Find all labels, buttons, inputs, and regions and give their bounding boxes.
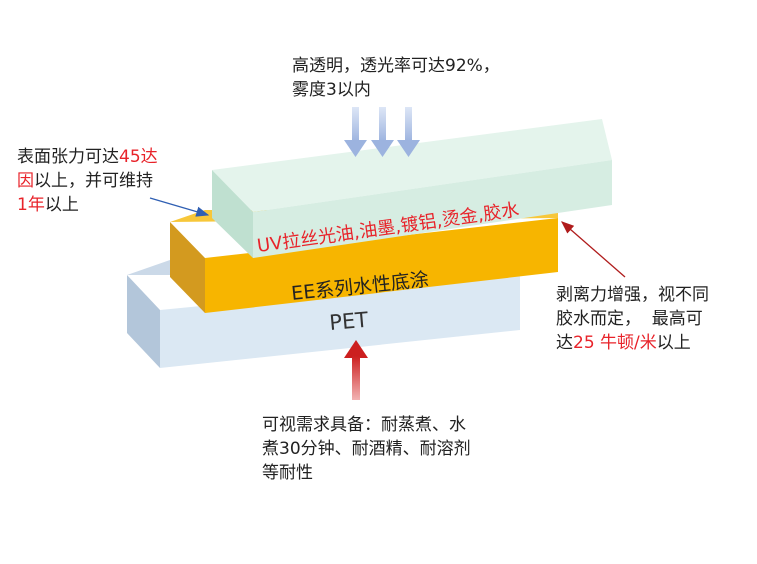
transparency-note: 高透明，透光率可达92%， 雾度3以内 [292, 54, 500, 102]
surface-tension-value: 45达 [119, 147, 158, 167]
peel-strength-value: 25 牛顿/米 [573, 333, 657, 353]
uv-layer-side [212, 170, 253, 258]
blue-down-arrow-1 [344, 107, 367, 157]
surface-tension-line-1: 表面张力可达45达 [17, 145, 158, 169]
resistance-note: 可视需求具备：耐蒸煮、水 煮30分钟、耐酒精、耐溶剂 等耐性 [262, 413, 471, 485]
pet-layer-side [127, 275, 160, 368]
blue-down-arrow-3 [397, 107, 420, 157]
peel-strength-line-1: 剥离力增强，视不同 [556, 285, 709, 305]
transparency-note-line-2: 雾度3以内 [292, 80, 371, 100]
uv-layer-front [253, 160, 612, 258]
blue-down-arrow-2 [371, 107, 394, 157]
ee-layer-front [205, 218, 558, 313]
resistance-up-arrow [344, 340, 368, 400]
pet-layer-front [160, 275, 520, 368]
surface-tension-line-2: 因以上，并可维持 [17, 169, 158, 193]
resistance-note-line-2: 煮30分钟、耐酒精、耐溶剂 [262, 439, 471, 459]
peel-strength-note: 剥离力增强，视不同 胶水而定， 最高可 达25 牛顿/米以上 [556, 283, 709, 355]
peel-strength-text-3c: 以上 [656, 333, 691, 353]
surface-tension-text-3: 以上 [44, 195, 79, 215]
uv-layer-top [212, 119, 612, 212]
surface-tension-unit: 因 [17, 171, 34, 191]
surface-tension-text-2: 以上，并可维持 [34, 171, 153, 191]
ee-layer-side [170, 222, 205, 313]
resistance-note-line-1: 可视需求具备：耐蒸煮、水 [262, 415, 466, 435]
transparency-note-line-1: 高透明，透光率可达92%， [292, 56, 500, 76]
surface-tension-note: 表面张力可达45达 因以上，并可维持 1年以上 [17, 145, 158, 217]
surface-tension-duration: 1年 [17, 195, 45, 215]
peel-strength-line-3: 达25 牛顿/米以上 [556, 331, 709, 355]
transmittance-arrows [344, 107, 420, 157]
surface-tension-line-3: 1年以上 [17, 193, 158, 217]
peel-strength-text-3a: 达 [556, 333, 573, 353]
peel-strength-line-2: 胶水而定， 最高可 [556, 309, 703, 329]
surface-tension-pointer [149, 197, 210, 217]
pet-layer-label: PET [328, 308, 369, 335]
surface-tension-text-1: 表面张力可达 [17, 147, 119, 167]
peel-strength-pointer [561, 221, 626, 278]
resistance-note-line-3: 等耐性 [262, 463, 313, 483]
